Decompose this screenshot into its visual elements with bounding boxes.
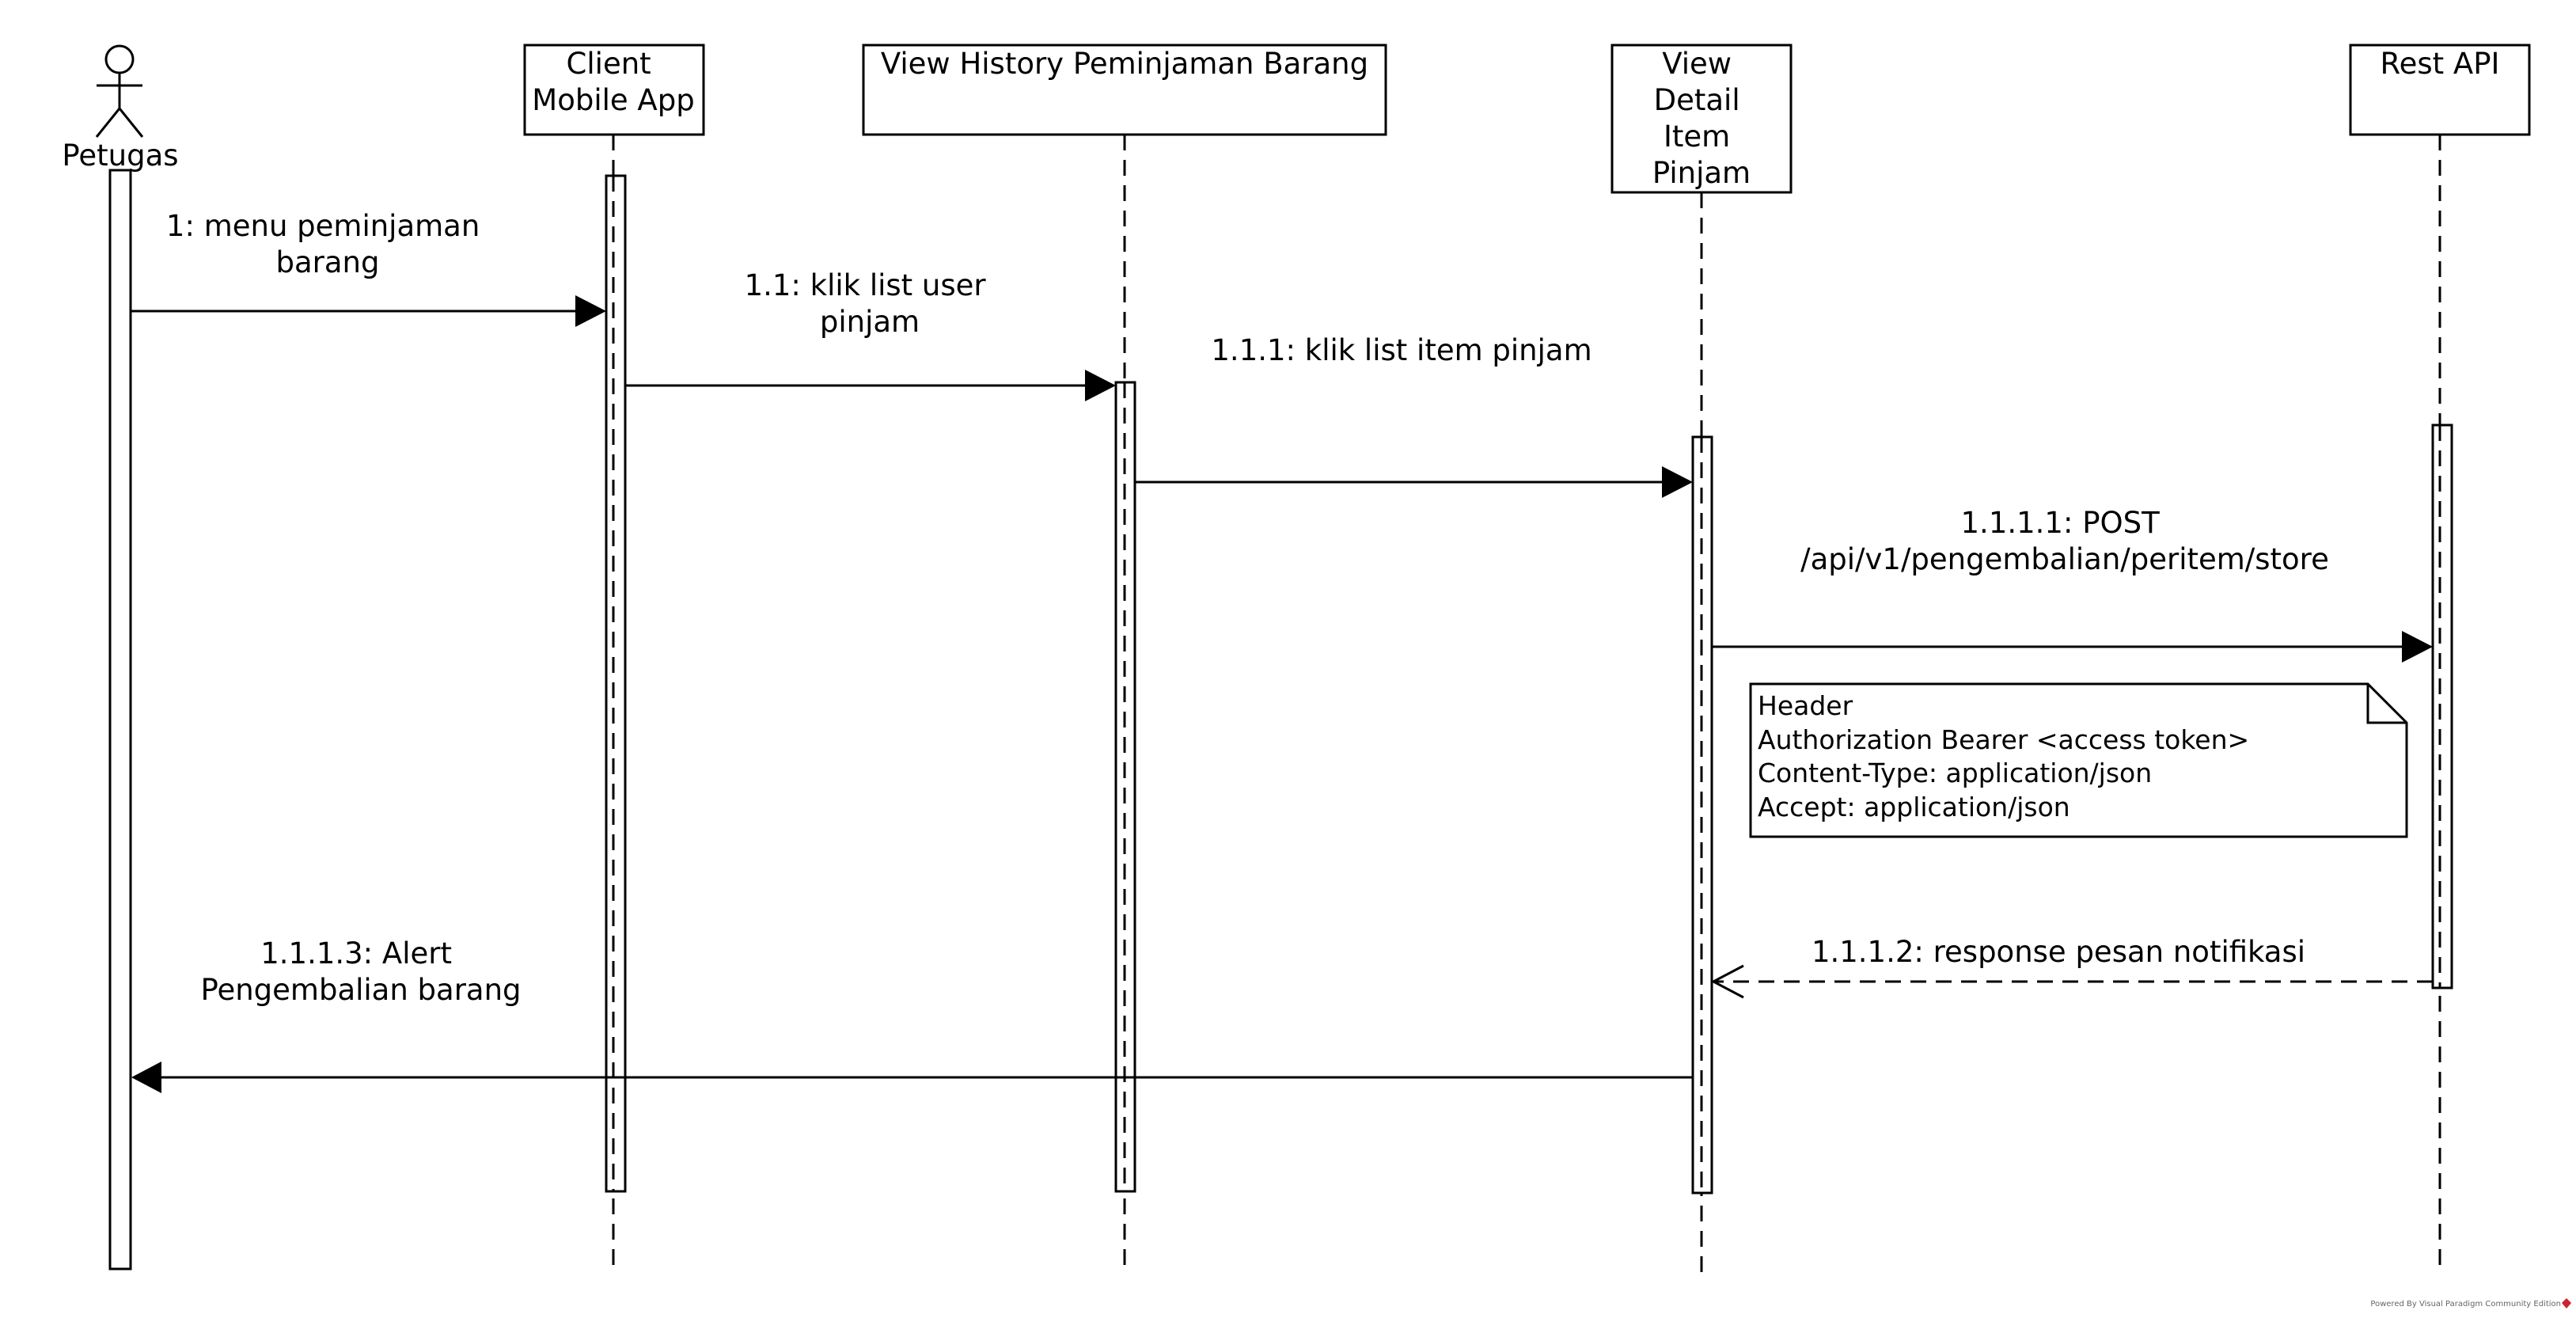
lifeline-title: View Detail Item Pinjam	[1652, 47, 1751, 190]
arrowhead-filled-icon	[1662, 466, 1693, 498]
visual-paradigm-logo-icon	[2562, 1298, 2571, 1309]
lifeline-head-box	[1610, 44, 1793, 194]
message-1: 1: menu peminjaman barang	[131, 209, 606, 327]
message-1-1-1: 1.1.1: klik list item pinjam	[1135, 333, 1693, 498]
stick-figure-icon	[95, 44, 144, 138]
message-label: 1.1.1: klik list item pinjam	[1211, 333, 1592, 367]
note-shape	[1749, 682, 2408, 838]
lifeline-head-box	[2349, 44, 2531, 136]
lifeline-client-mobile-app: Client Mobile App	[523, 44, 705, 1274]
lifeline-view-history: View History Peminjaman Barang	[862, 44, 1387, 1274]
activation-bar	[605, 174, 627, 1193]
actor-petugas: Petugas	[62, 44, 179, 1271]
arrowhead-filled-icon	[1085, 370, 1116, 401]
watermark: Powered By Visual Paradigm Community Edi…	[2370, 1298, 2571, 1309]
lifeline-head-box	[523, 44, 705, 136]
actor-name: Petugas	[62, 139, 178, 173]
arrowhead-filled-icon	[131, 1062, 161, 1093]
message-label: 1.1.1.1: POST /api/v1/pengembalian/perit…	[1800, 506, 2329, 576]
lifeline-view-detail-item-pinjam: View Detail Item Pinjam	[1610, 44, 1793, 1274]
actor-activation-bar	[108, 169, 132, 1271]
lifeline-rest-api: Rest API	[2349, 44, 2531, 1274]
note-text: Header Authorization Bearer <access toke…	[1758, 690, 2258, 822]
message-1-1-1-3: 1.1.1.3: Alert Pengembalian barang	[131, 936, 1693, 1093]
lifeline-title: View History Peminjaman Barang	[881, 47, 1368, 81]
message-1-1-1-1: 1.1.1.1: POST /api/v1/pengembalian/perit…	[1712, 506, 2433, 663]
activation-bar	[2431, 424, 2453, 989]
message-label: 1.1.1.2: response pesan notifikasi	[1812, 935, 2305, 969]
message-label: 1: menu peminjaman barang	[166, 209, 489, 279]
message-label: 1.1.1.3: Alert Pengembalian barang	[200, 936, 521, 1007]
message-1-1: 1.1: klik list user pinjam	[625, 268, 1116, 401]
arrowhead-filled-icon	[2402, 631, 2433, 663]
note-folded-corner-icon	[2366, 684, 2407, 724]
note-header-info: Header Authorization Bearer <access toke…	[1749, 682, 2408, 838]
lifeline-title: Client Mobile App	[532, 47, 694, 117]
message-label: 1.1: klik list user pinjam	[745, 268, 996, 339]
arrowhead-filled-icon	[575, 295, 606, 327]
message-1-1-1-2: 1.1.1.2: response pesan notifikasi	[1710, 935, 2433, 999]
arrowhead-open-icon	[1710, 964, 1744, 999]
lifeline-title: Rest API	[2381, 47, 2500, 81]
watermark-text: Powered By Visual Paradigm Community Edi…	[2370, 1300, 2561, 1309]
